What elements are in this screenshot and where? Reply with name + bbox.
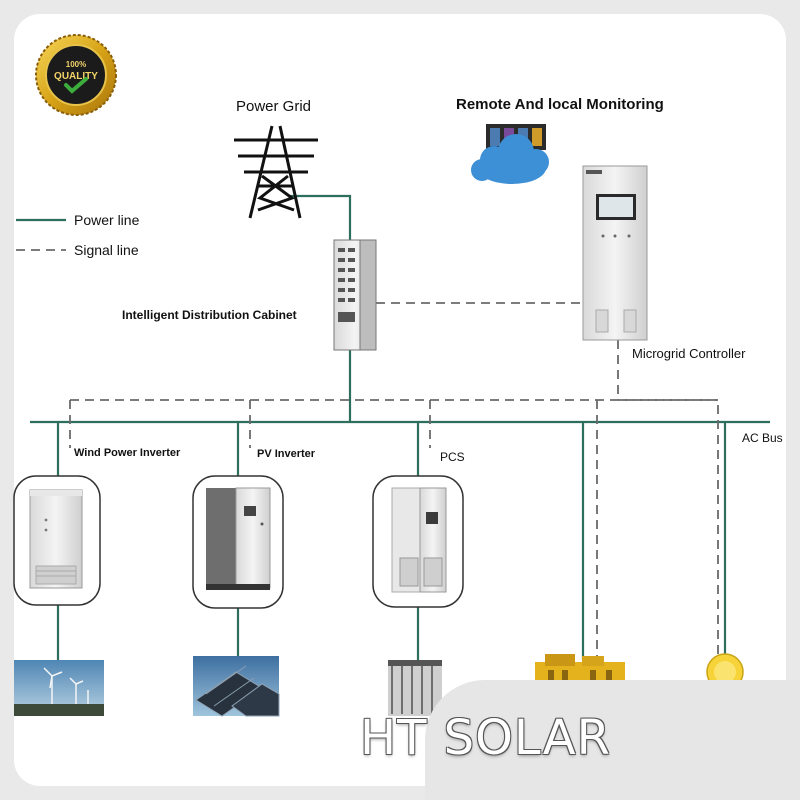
- quality-badge-icon: 100% QUALITY: [35, 34, 117, 116]
- inverter-cabinet-icon: [206, 487, 271, 590]
- cloud-icon: [471, 134, 549, 184]
- distribution-cabinet-label: Intelligent Distribution Cabinet: [122, 308, 297, 322]
- watermark-text: HT SOLAR: [360, 710, 611, 766]
- legend-power-label: Power line: [74, 212, 140, 228]
- microgrid-controller-label: Microgrid Controller: [632, 346, 746, 361]
- watermark-band: [425, 680, 800, 800]
- distribution-cabinet-icon: [333, 239, 377, 351]
- inverter-cabinet-icon: [29, 489, 83, 589]
- remote-monitoring-label: Remote And local Monitoring: [456, 96, 664, 113]
- pv-inverter-label: PV Inverter: [257, 448, 316, 460]
- pv-inverter-card: [192, 475, 284, 609]
- legend-signal-label: Signal line: [74, 242, 139, 258]
- power-grid-label: Power Grid: [236, 98, 312, 115]
- wind-inverter-label: Wind Power Inverter: [74, 447, 181, 459]
- badge-main-text: QUALITY: [54, 71, 98, 82]
- controller-cabinet-icon: [582, 165, 648, 341]
- wind-turbine-icon: [14, 660, 104, 716]
- pcs-label: PCS: [440, 450, 465, 464]
- ac-bus-label: AC Bus: [742, 431, 783, 445]
- transmission-tower-icon: [234, 125, 318, 219]
- pcs-card: [372, 475, 464, 608]
- wind-inverter-card: [13, 475, 101, 606]
- badge-top-text: 100%: [66, 60, 86, 69]
- battery-rack-icon: [388, 660, 442, 716]
- signal-lines: [69, 302, 719, 680]
- solar-panel-icon: [193, 656, 280, 717]
- power-lines: [30, 194, 770, 660]
- inverter-cabinet-icon: [391, 487, 447, 593]
